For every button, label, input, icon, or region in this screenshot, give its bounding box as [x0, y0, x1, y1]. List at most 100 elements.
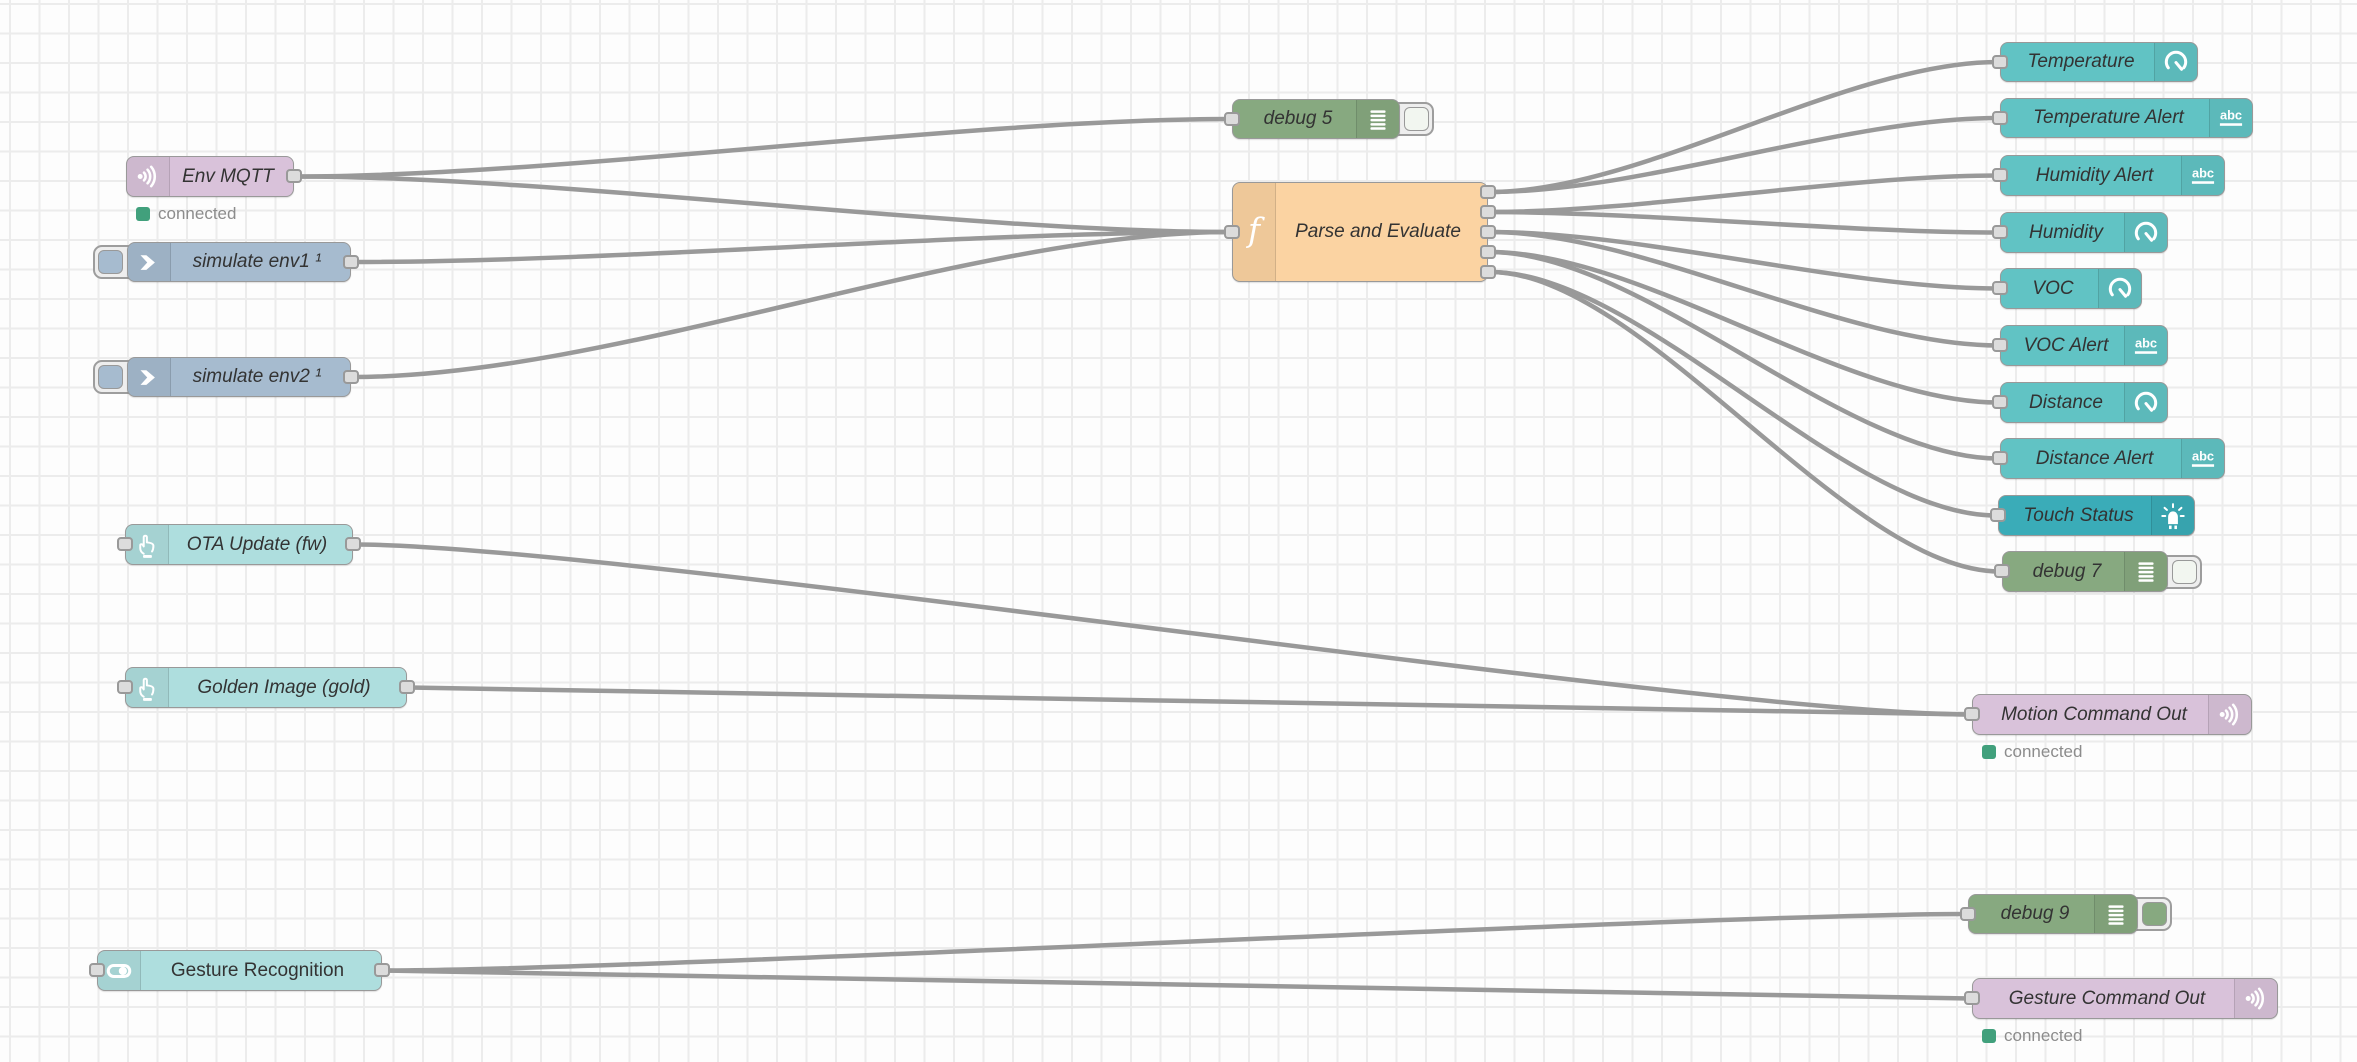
node-humidity-alert[interactable]: abc Humidity Alert — [1992, 155, 2225, 196]
output-port[interactable] — [1480, 184, 1496, 199]
wire[interactable] — [381, 911, 1969, 973]
wire[interactable] — [350, 229, 1233, 265]
input-port[interactable] — [117, 680, 133, 694]
input-port[interactable] — [1992, 110, 2008, 125]
input-port[interactable] — [1224, 111, 1240, 126]
hand-pointer-icon — [126, 525, 169, 564]
output-port[interactable] — [343, 369, 359, 384]
node-inject-env2[interactable]: simulate env2 ¹ — [127, 357, 359, 397]
gauge-icon — [2154, 43, 2197, 81]
input-port[interactable] — [1990, 508, 2006, 522]
svg-text:f: f — [1246, 213, 1265, 249]
wire[interactable] — [293, 116, 1233, 179]
debug-list-icon — [1356, 100, 1399, 138]
hand-pointer-icon — [126, 668, 169, 707]
input-port[interactable] — [1964, 707, 1980, 721]
output-port[interactable] — [1480, 204, 1496, 219]
output-port[interactable] — [345, 537, 361, 551]
svg-text:abc: abc — [2192, 448, 2214, 463]
debug-list-icon — [2094, 895, 2137, 933]
input-port[interactable] — [1992, 168, 2008, 182]
wire[interactable] — [1487, 173, 2001, 215]
input-port[interactable] — [1224, 224, 1240, 239]
node-label: Humidity — [2029, 221, 2103, 243]
node-inject-env1[interactable]: simulate env1 ¹ — [127, 242, 359, 282]
node-label: simulate env1 ¹ — [192, 251, 322, 272]
node-label: Parse and Evaluate — [1295, 221, 1461, 242]
node-label: simulate env2 ¹ — [192, 366, 322, 387]
wire[interactable] — [381, 968, 1973, 1001]
inject-arrow-icon — [128, 358, 171, 396]
input-port[interactable] — [1992, 395, 2008, 409]
node-debug9[interactable]: debug 9 — [1960, 894, 2138, 934]
node-label: Env MQTT — [182, 165, 274, 187]
toggle-switch-icon — [98, 951, 141, 990]
input-port[interactable] — [117, 537, 133, 551]
output-port[interactable] — [343, 254, 359, 269]
input-port[interactable] — [1964, 991, 1980, 1005]
input-port[interactable] — [89, 963, 105, 977]
node-label: debug 5 — [1263, 108, 1333, 129]
node-debug5[interactable]: debug 5 — [1224, 99, 1400, 139]
node-label: Distance — [2029, 391, 2103, 413]
input-port[interactable] — [1992, 281, 2008, 295]
output-port[interactable] — [399, 680, 415, 694]
wifi-signal-icon — [127, 157, 170, 196]
node-label: Humidity Alert — [2035, 164, 2154, 186]
text-abc-icon: abc — [2209, 99, 2252, 137]
node-gesture-switch[interactable]: Gesture Recognition — [89, 950, 390, 991]
wire[interactable] — [352, 542, 1973, 717]
input-port[interactable] — [1992, 338, 2008, 352]
wire[interactable] — [1487, 59, 2001, 195]
wire[interactable] — [1487, 249, 2001, 461]
input-port[interactable] — [1994, 564, 2010, 578]
wire[interactable] — [1487, 229, 2001, 348]
node-label: VOC — [2032, 277, 2074, 299]
output-port[interactable] — [286, 169, 302, 183]
wire[interactable] — [406, 685, 1973, 717]
node-label: Gesture Recognition — [170, 959, 345, 981]
input-port[interactable] — [1992, 451, 2008, 465]
input-port[interactable] — [1992, 54, 2008, 69]
node-gesture-out[interactable]: Gesture Command Out — [1964, 978, 2278, 1019]
node-label: VOC Alert — [2023, 334, 2109, 356]
node-golden-button[interactable]: Golden Image (gold) — [117, 667, 415, 708]
output-port[interactable] — [1480, 244, 1496, 259]
wire[interactable] — [1487, 115, 2001, 195]
wire[interactable] — [1487, 249, 2001, 405]
wire[interactable] — [350, 229, 1233, 380]
node-label: debug 9 — [2000, 903, 2070, 924]
node-voc-alert[interactable]: abc VOC Alert — [1992, 325, 2168, 366]
node-humidity[interactable]: Humidity — [1992, 212, 2168, 253]
wire[interactable] — [1487, 269, 1999, 518]
input-port[interactable] — [1992, 225, 2008, 239]
output-port[interactable] — [1480, 224, 1496, 239]
wire[interactable] — [1487, 269, 2003, 574]
wire[interactable] — [293, 174, 1233, 235]
node-voc[interactable]: VOC — [1992, 268, 2142, 309]
gauge-icon — [2124, 213, 2167, 252]
node-touch-status[interactable]: Touch Status — [1990, 495, 2195, 536]
node-ota-button[interactable]: OTA Update (fw) — [117, 524, 361, 565]
node-function-parse[interactable]: f Parse and Evaluate — [1224, 182, 1496, 282]
text-abc-icon: abc — [2181, 156, 2224, 195]
text-abc-icon: abc — [2124, 326, 2167, 365]
node-debug7[interactable]: debug 7 — [1994, 551, 2168, 592]
input-port[interactable] — [1960, 906, 1976, 921]
output-port[interactable] — [374, 963, 390, 977]
node-motion-out[interactable]: Motion Command Out — [1964, 694, 2252, 735]
debug-list-icon — [2124, 552, 2167, 591]
node-env-mqtt[interactable]: Env MQTT — [126, 156, 302, 197]
node-label: Golden Image (gold) — [197, 676, 371, 698]
output-port[interactable] — [1480, 264, 1496, 279]
wire[interactable] — [1487, 209, 2001, 235]
node-label: Temperature — [2027, 51, 2135, 72]
wire[interactable] — [1487, 229, 2001, 291]
node-temperature[interactable]: Temperature — [1992, 42, 2198, 82]
node-distance[interactable]: Distance — [1992, 382, 2168, 423]
node-label: Touch Status — [2023, 504, 2134, 526]
